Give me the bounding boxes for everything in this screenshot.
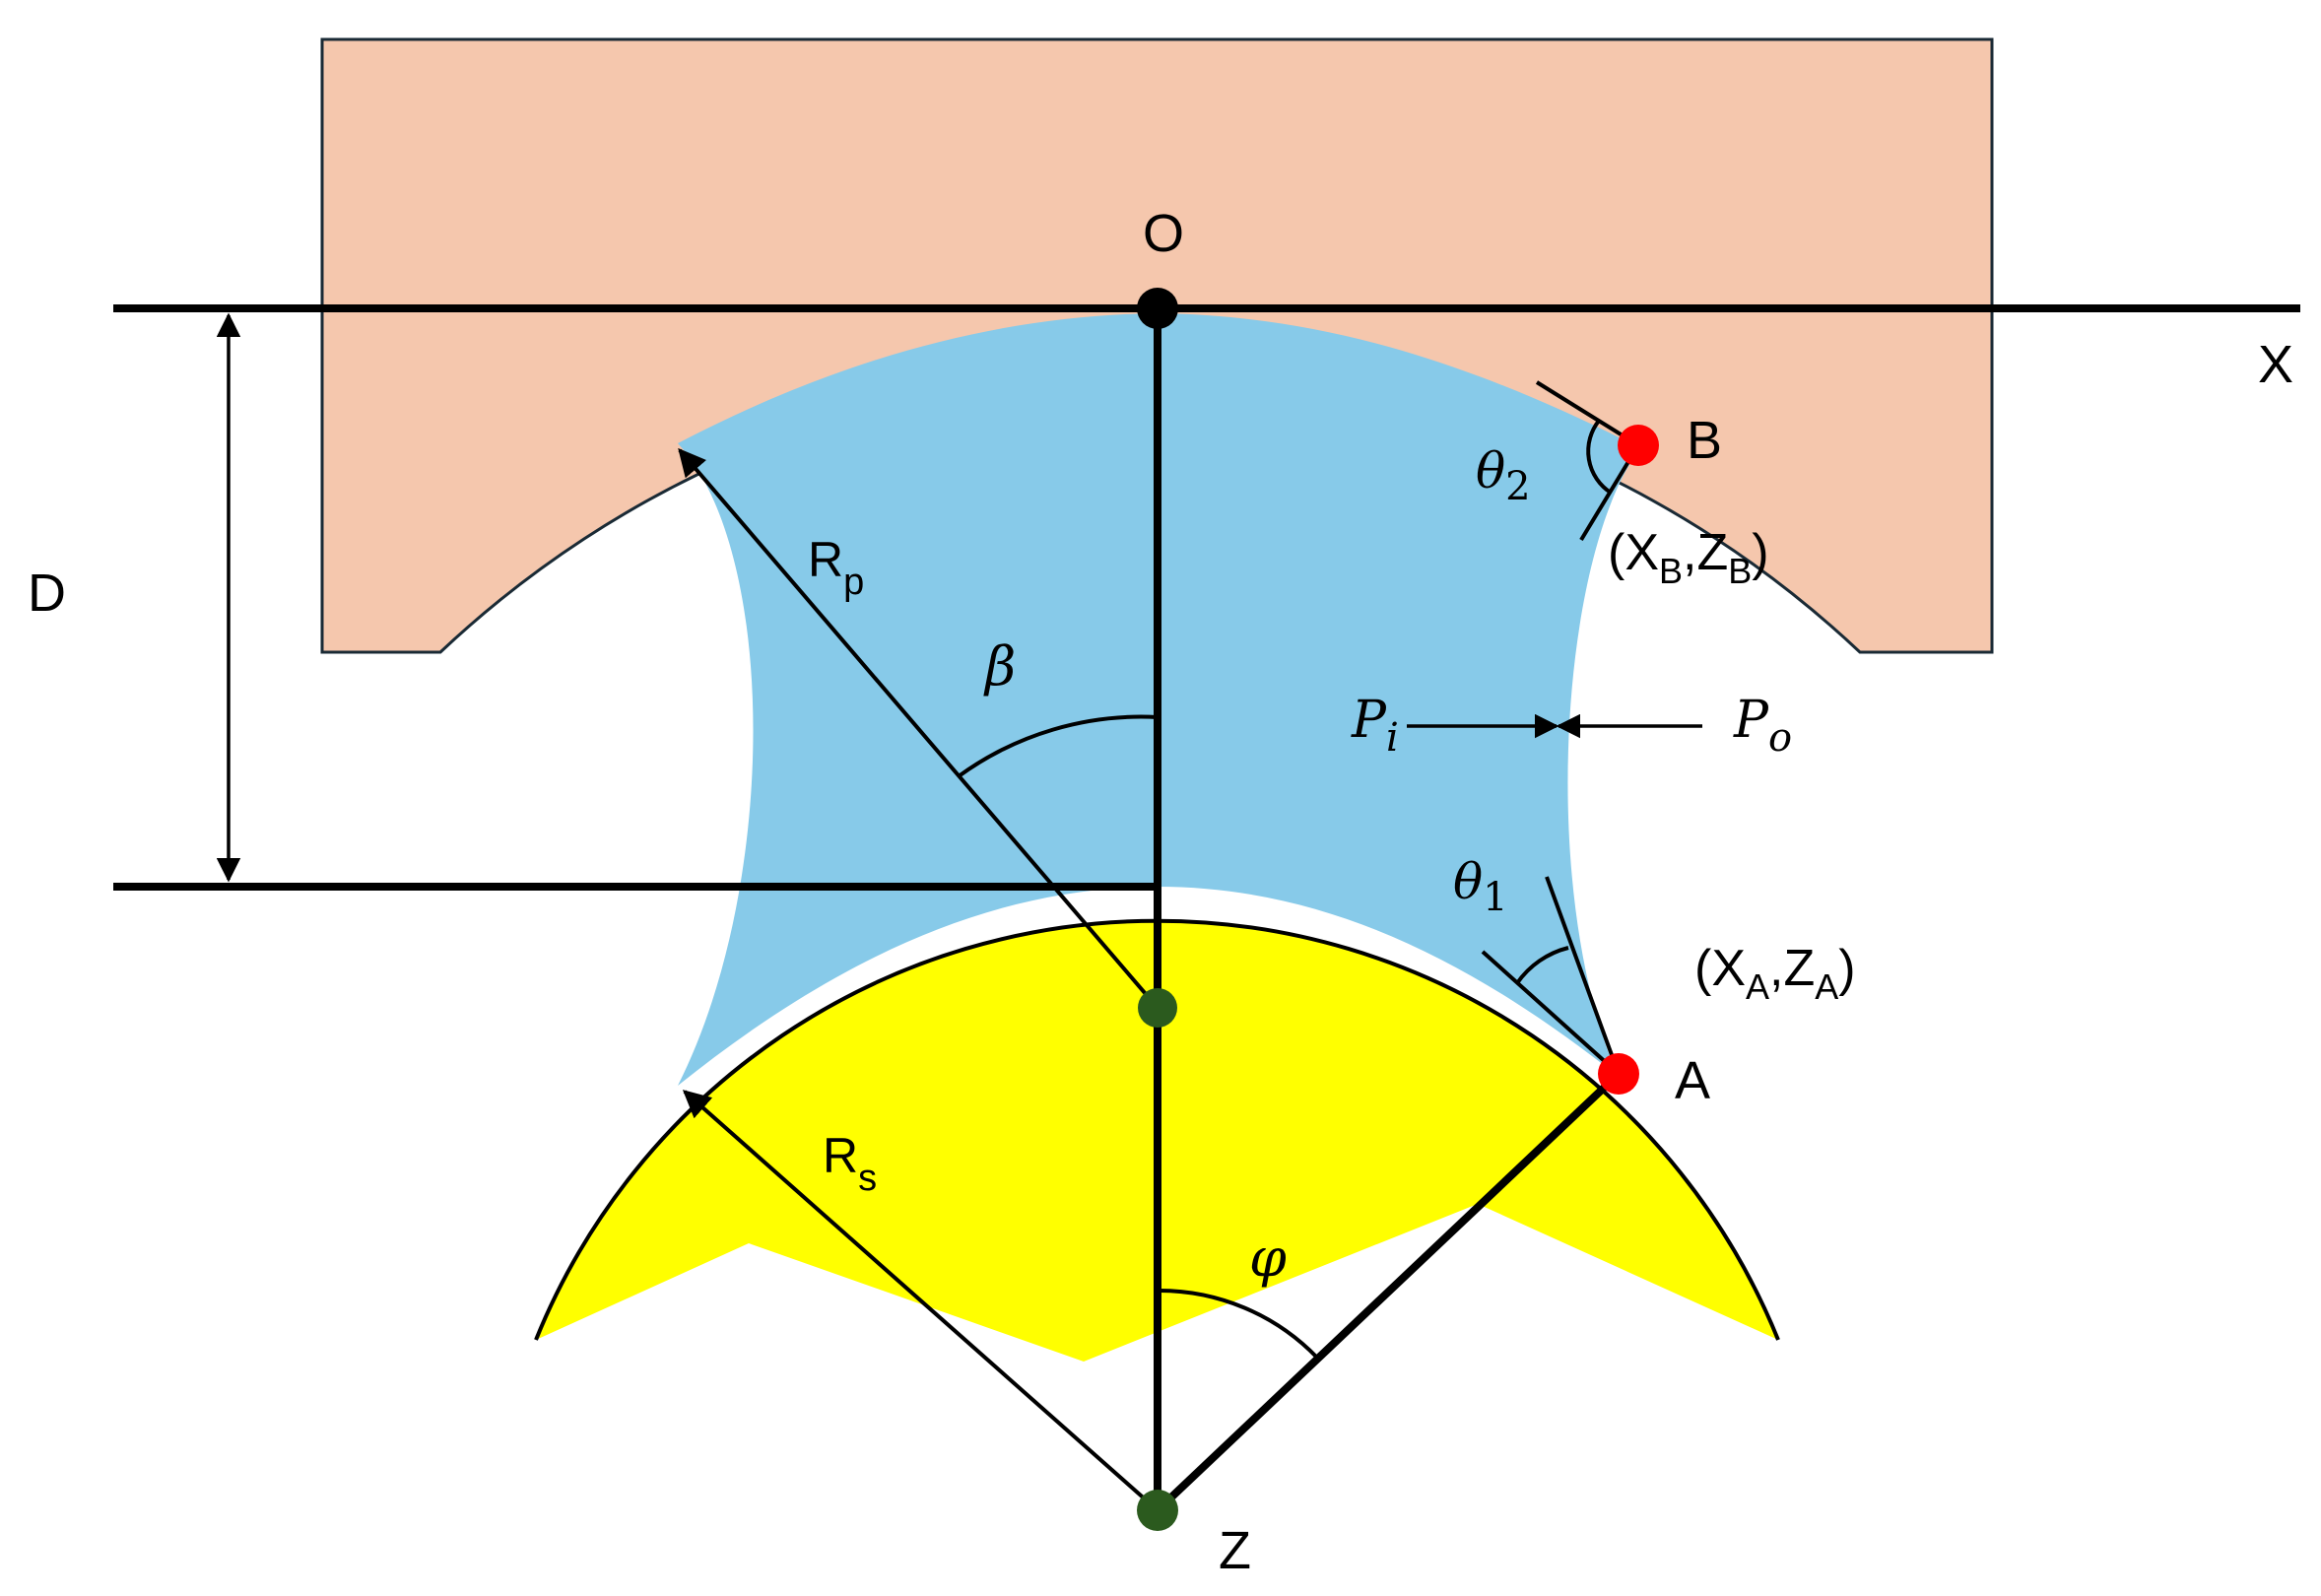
theta2-angle-arc — [1586, 419, 1613, 495]
rs-radius-arrow — [682, 1090, 1160, 1512]
sphere-center-point — [1137, 1490, 1178, 1531]
po-label: Po — [1733, 691, 1792, 761]
pi-label: Pi — [1351, 691, 1399, 761]
coord-b-label: (XB,ZB) — [1608, 524, 1769, 591]
rp-radius-arrow — [678, 447, 1160, 1010]
meniscus-center-point — [1138, 988, 1177, 1028]
point-b-label: B — [1687, 411, 1722, 470]
origin-point — [1137, 288, 1178, 329]
distance-label: D — [28, 564, 66, 623]
theta1-liquid-tangent — [1545, 876, 1621, 1075]
za-line — [1155, 1071, 1622, 1513]
beta-label: β — [983, 635, 1016, 698]
contact-point-a — [1598, 1053, 1639, 1095]
point-a-label: A — [1675, 1051, 1710, 1110]
theta1-label: θ1 — [1453, 853, 1508, 920]
rs-label: Rs — [823, 1128, 877, 1199]
theta1-sphere-tangent — [1481, 950, 1621, 1076]
phi-label: φ — [1249, 1227, 1287, 1289]
beta-angle-arc — [957, 714, 1159, 778]
contact-point-b — [1618, 425, 1659, 466]
x-axis-label: X — [2258, 335, 2293, 394]
coord-a-label: (XA,ZA) — [1694, 940, 1856, 1007]
rp-label: Rp — [808, 532, 864, 603]
phi-angle-arc — [1157, 1288, 1319, 1360]
origin-label: O — [1143, 204, 1184, 263]
theta1-angle-arc — [1515, 946, 1569, 985]
theta2-label: θ2 — [1476, 442, 1531, 509]
bottom-center-label: Z — [1219, 1521, 1251, 1580]
